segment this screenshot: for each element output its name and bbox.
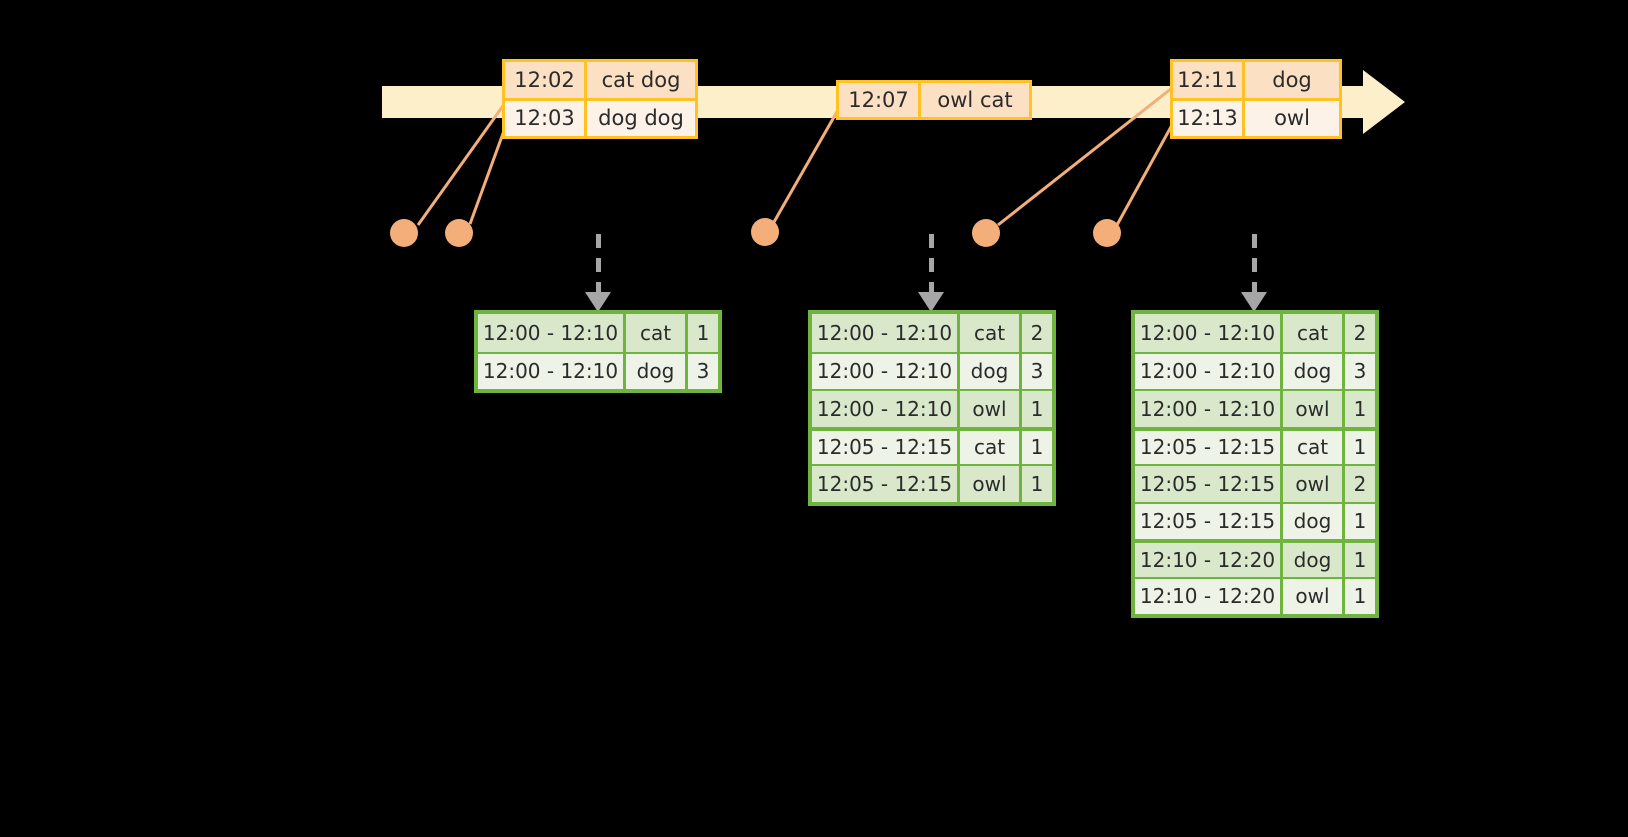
dashed-arrow-1-shaft: [596, 234, 601, 296]
cell-word: owl: [960, 466, 1022, 502]
event-dot-2: [445, 219, 473, 247]
timeline-arrow-head: [1363, 70, 1405, 134]
cell-window: 12:00 - 12:10: [478, 353, 626, 389]
cell-word: cat: [960, 430, 1022, 464]
cell-count: 1: [1345, 503, 1375, 539]
cell-window: 12:05 - 12:15: [1135, 503, 1283, 539]
cell-window: 12:05 - 12:15: [812, 466, 960, 502]
cell-window: 12:05 - 12:15: [1135, 466, 1283, 502]
event-time: 12:13: [1173, 100, 1245, 136]
cell-window: 12:05 - 12:15: [1135, 430, 1283, 464]
cell-word: dog: [960, 353, 1022, 389]
event-box-2[interactable]: 12:07 owl cat: [836, 80, 1032, 120]
cell-word: dog: [1283, 353, 1345, 389]
cell-window: 12:00 - 12:10: [812, 314, 960, 352]
event-row: 12:11 dog: [1173, 62, 1339, 98]
cell-word: cat: [1283, 314, 1345, 352]
event-dot-3: [751, 218, 779, 246]
cell-window: 12:00 - 12:10: [1135, 391, 1283, 427]
cell-count: 1: [1345, 578, 1375, 614]
cell-count: 1: [1022, 466, 1052, 502]
event-words: dog: [1245, 62, 1339, 98]
event-box-1[interactable]: 12:02 cat dog 12:03 dog dog: [502, 59, 698, 139]
cell-count: 2: [1022, 314, 1052, 352]
cell-word: dog: [626, 353, 688, 389]
cell-count: 3: [1022, 353, 1052, 389]
cell-word: dog: [1283, 543, 1345, 577]
cell-count: 1: [1345, 391, 1375, 427]
cell-count: 1: [1022, 430, 1052, 464]
event-time: 12:11: [1173, 62, 1245, 98]
cell-word: owl: [960, 391, 1022, 427]
event-words: owl: [1245, 100, 1339, 136]
cell-window: 12:10 - 12:20: [1135, 543, 1283, 577]
dashed-arrow-3-shaft: [1252, 234, 1257, 296]
cell-count: 3: [688, 353, 718, 389]
dashed-arrow-3-head: [1241, 292, 1267, 312]
event-dot-5: [1093, 219, 1121, 247]
event-row: 12:07 owl cat: [839, 83, 1029, 117]
cell-window: 12:05 - 12:15: [812, 430, 960, 464]
cell-word: owl: [1283, 466, 1345, 502]
event-dot-1: [390, 219, 418, 247]
event-words: dog dog: [587, 100, 695, 136]
cell-window: 12:00 - 12:10: [812, 353, 960, 389]
cell-count: 1: [1022, 391, 1052, 427]
event-time: 12:02: [505, 62, 587, 98]
cell-word: owl: [1283, 391, 1345, 427]
event-words: owl cat: [921, 83, 1029, 117]
cell-word: dog: [1283, 503, 1345, 539]
cell-word: cat: [1283, 430, 1345, 464]
cell-window: 12:10 - 12:20: [1135, 578, 1283, 614]
dashed-arrow-2-head: [918, 292, 944, 312]
dashed-arrow-1-head: [585, 292, 611, 312]
cell-word: cat: [626, 314, 688, 352]
dashed-arrow-2-shaft: [929, 234, 934, 296]
cell-count: 2: [1345, 314, 1375, 352]
event-row: 12:13 owl: [1173, 97, 1339, 136]
event-dot-4: [972, 219, 1000, 247]
event-time: 12:03: [505, 100, 587, 136]
event-time: 12:07: [839, 83, 921, 117]
cell-count: 2: [1345, 466, 1375, 502]
cell-word: owl: [1283, 578, 1345, 614]
cell-window: 12:00 - 12:10: [1135, 314, 1283, 352]
cell-window: 12:00 - 12:10: [812, 391, 960, 427]
event-row: 12:03 dog dog: [505, 97, 695, 136]
event-words: cat dog: [587, 62, 695, 98]
event-row: 12:02 cat dog: [505, 62, 695, 98]
cell-count: 1: [1345, 543, 1375, 577]
cell-window: 12:00 - 12:10: [478, 314, 626, 352]
event-box-3[interactable]: 12:11 dog 12:13 owl: [1170, 59, 1342, 139]
cell-count: 1: [688, 314, 718, 352]
cell-count: 1: [1345, 430, 1375, 464]
cell-count: 3: [1345, 353, 1375, 389]
cell-word: cat: [960, 314, 1022, 352]
cell-window: 12:00 - 12:10: [1135, 353, 1283, 389]
